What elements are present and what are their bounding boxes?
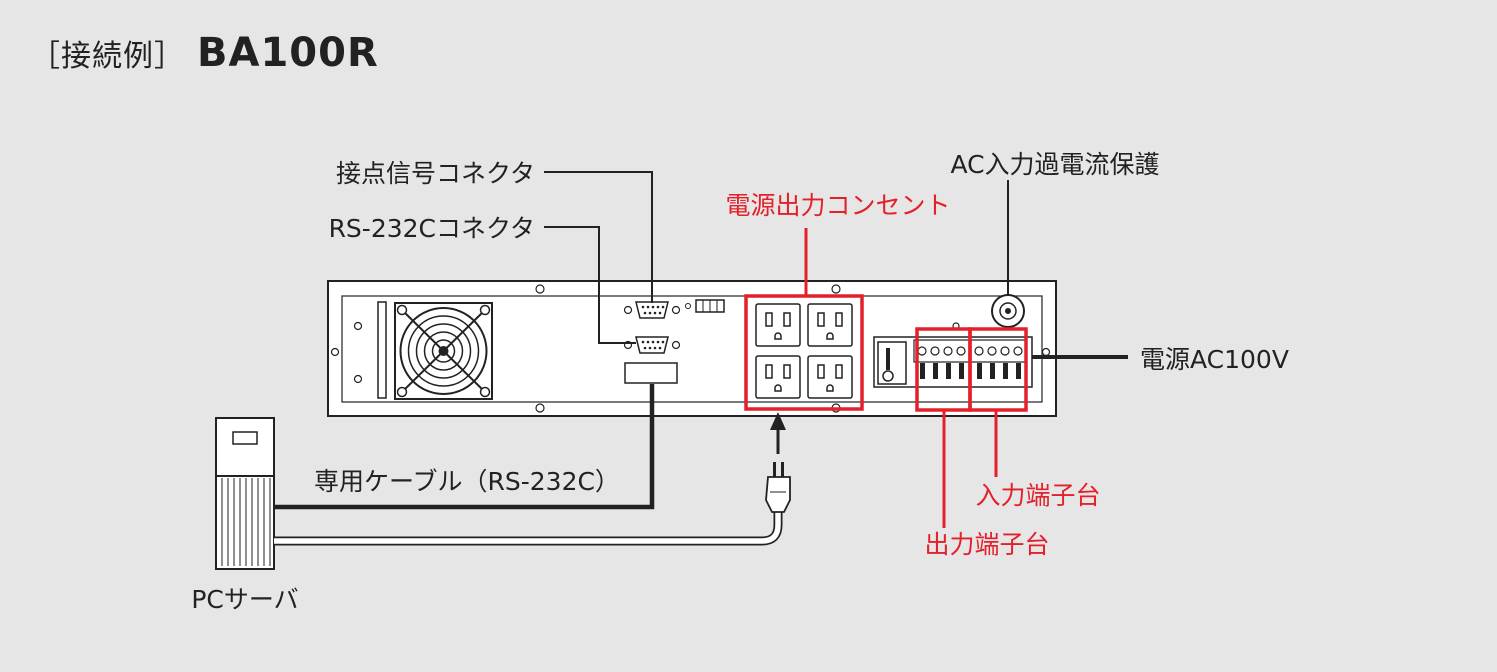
ac-protection-label: AC入力過電流保護	[950, 150, 1159, 179]
rs232c-cable-plug	[624, 362, 678, 384]
output-terminal-label: 出力端子台	[924, 530, 1049, 559]
power-outlets	[755, 303, 853, 399]
page-title: ［接続例］ BA100R	[30, 30, 379, 76]
small-terminal-block	[685, 299, 725, 313]
contact-signal-connector	[623, 301, 681, 319]
power-outlet-label: 電源出力コンセント	[725, 191, 950, 220]
title-model: BA100R	[197, 30, 379, 76]
pc-server	[215, 417, 275, 570]
rs232c-connector-label: RS-232Cコネクタ	[329, 214, 535, 243]
ac-input-breaker	[991, 294, 1025, 328]
pc-server-label: PCサーバ	[191, 585, 298, 614]
contact-connector-label: 接点信号コネクタ	[336, 159, 535, 188]
contact-connector-leader	[544, 171, 653, 303]
power-outlet-highlight	[744, 294, 864, 411]
title-bracket-label: ［接続例］	[30, 39, 185, 74]
rs232c-cable	[274, 384, 655, 510]
input-terminal-highlight	[968, 327, 1028, 412]
cooling-fan	[394, 302, 493, 400]
rs232c-connector-leader	[544, 226, 636, 344]
rs232c-connector	[623, 336, 681, 354]
plug-in-arrow	[770, 412, 786, 454]
power-plug	[765, 462, 791, 513]
server-power-cord	[274, 510, 783, 546]
dedicated-cable-label: 専用ケーブル（RS-232C）	[314, 467, 620, 496]
input-terminal-label: 入力端子台	[975, 481, 1100, 510]
power-ac100v-label: 電源AC100V	[1140, 345, 1289, 374]
